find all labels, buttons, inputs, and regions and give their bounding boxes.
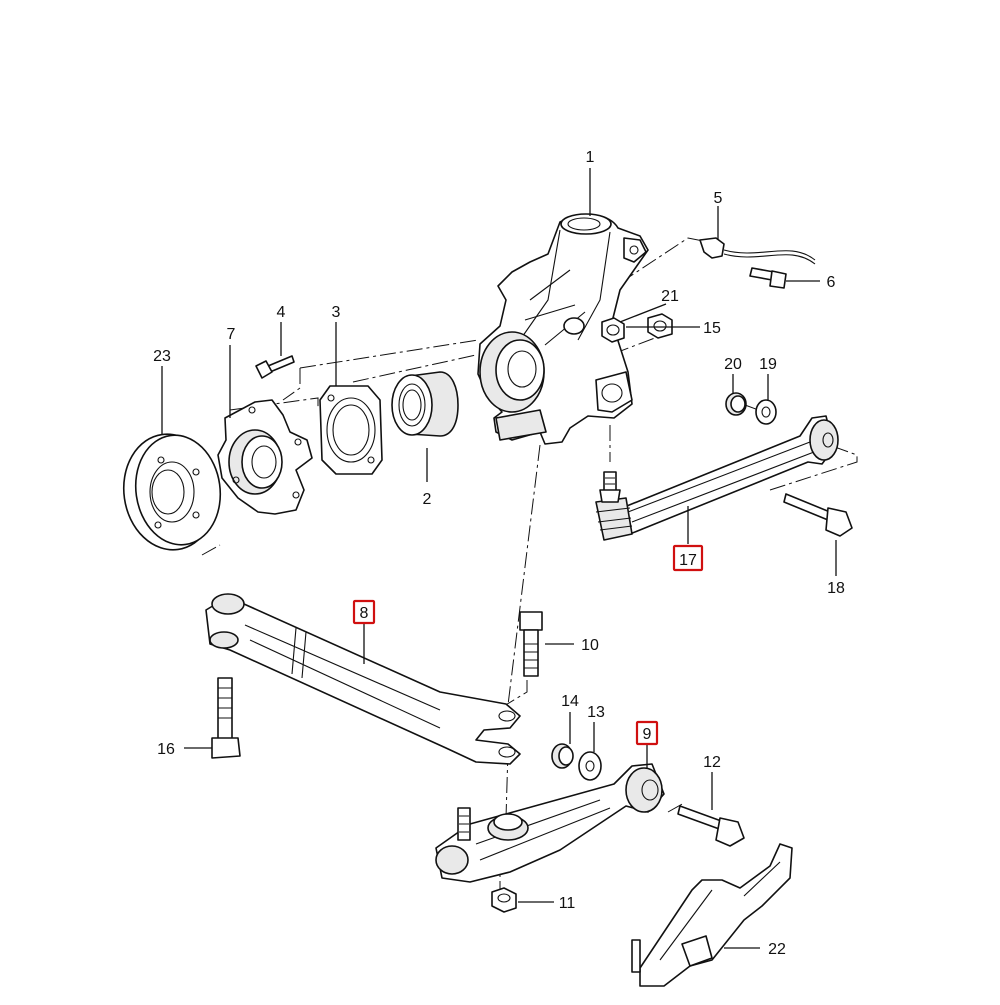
label-21: 21 — [661, 288, 679, 305]
wheel-bearing — [391, 371, 459, 437]
nut-15 — [647, 313, 673, 339]
label-6: 6 — [827, 274, 836, 291]
track-control-arm-17 — [595, 415, 839, 541]
label-3: 3 — [332, 304, 341, 321]
bolt-18 — [783, 493, 853, 537]
brake-disc — [122, 433, 222, 551]
bolt-12 — [677, 805, 745, 847]
label-14: 14 — [561, 693, 579, 710]
leader-lines — [161, 168, 837, 949]
label-7: 7 — [227, 326, 236, 343]
label-8: 8 — [360, 605, 369, 622]
highlight-box-8 — [352, 599, 376, 625]
bolt-16 — [211, 677, 241, 759]
label-19: 19 — [759, 356, 777, 373]
sensor-screw — [749, 267, 787, 289]
label-2: 2 — [423, 491, 432, 508]
part-labels: 1 2 3 4 5 6 7 8 9 10 11 12 13 14 15 16 1… — [153, 149, 845, 958]
trailing-arm-8 — [205, 593, 521, 765]
stabilizer-bracket-22 — [631, 843, 793, 987]
label-10: 10 — [581, 637, 599, 654]
wheel-hub — [217, 399, 313, 515]
highlight-boxes — [352, 544, 704, 746]
speed-sensor — [699, 237, 816, 265]
label-12: 12 — [703, 754, 721, 771]
label-15: 15 — [703, 320, 721, 337]
bushing-14 — [551, 743, 574, 769]
label-23: 23 — [153, 348, 171, 365]
label-9: 9 — [643, 726, 652, 743]
label-22: 22 — [768, 941, 786, 958]
bolt-10 — [519, 611, 543, 677]
nut-11 — [491, 887, 517, 913]
washer-13 — [578, 751, 602, 781]
highlight-box-9 — [635, 720, 659, 746]
label-11: 11 — [559, 895, 576, 912]
wheel-carrier — [477, 213, 649, 445]
washer-19 — [755, 399, 777, 425]
label-1: 1 — [586, 149, 595, 166]
label-16: 16 — [157, 741, 175, 758]
label-17: 17 — [679, 552, 697, 569]
label-4: 4 — [277, 304, 286, 321]
hub-bolt — [255, 355, 295, 379]
label-20: 20 — [724, 356, 742, 373]
highlight-box-17 — [672, 544, 704, 572]
label-18: 18 — [827, 580, 845, 597]
nut-21 — [601, 317, 625, 343]
backing-plate — [319, 385, 383, 475]
label-13: 13 — [587, 704, 605, 721]
lower-control-arm-9 — [435, 763, 665, 883]
label-5: 5 — [714, 190, 723, 207]
bushing-20 — [725, 392, 747, 416]
